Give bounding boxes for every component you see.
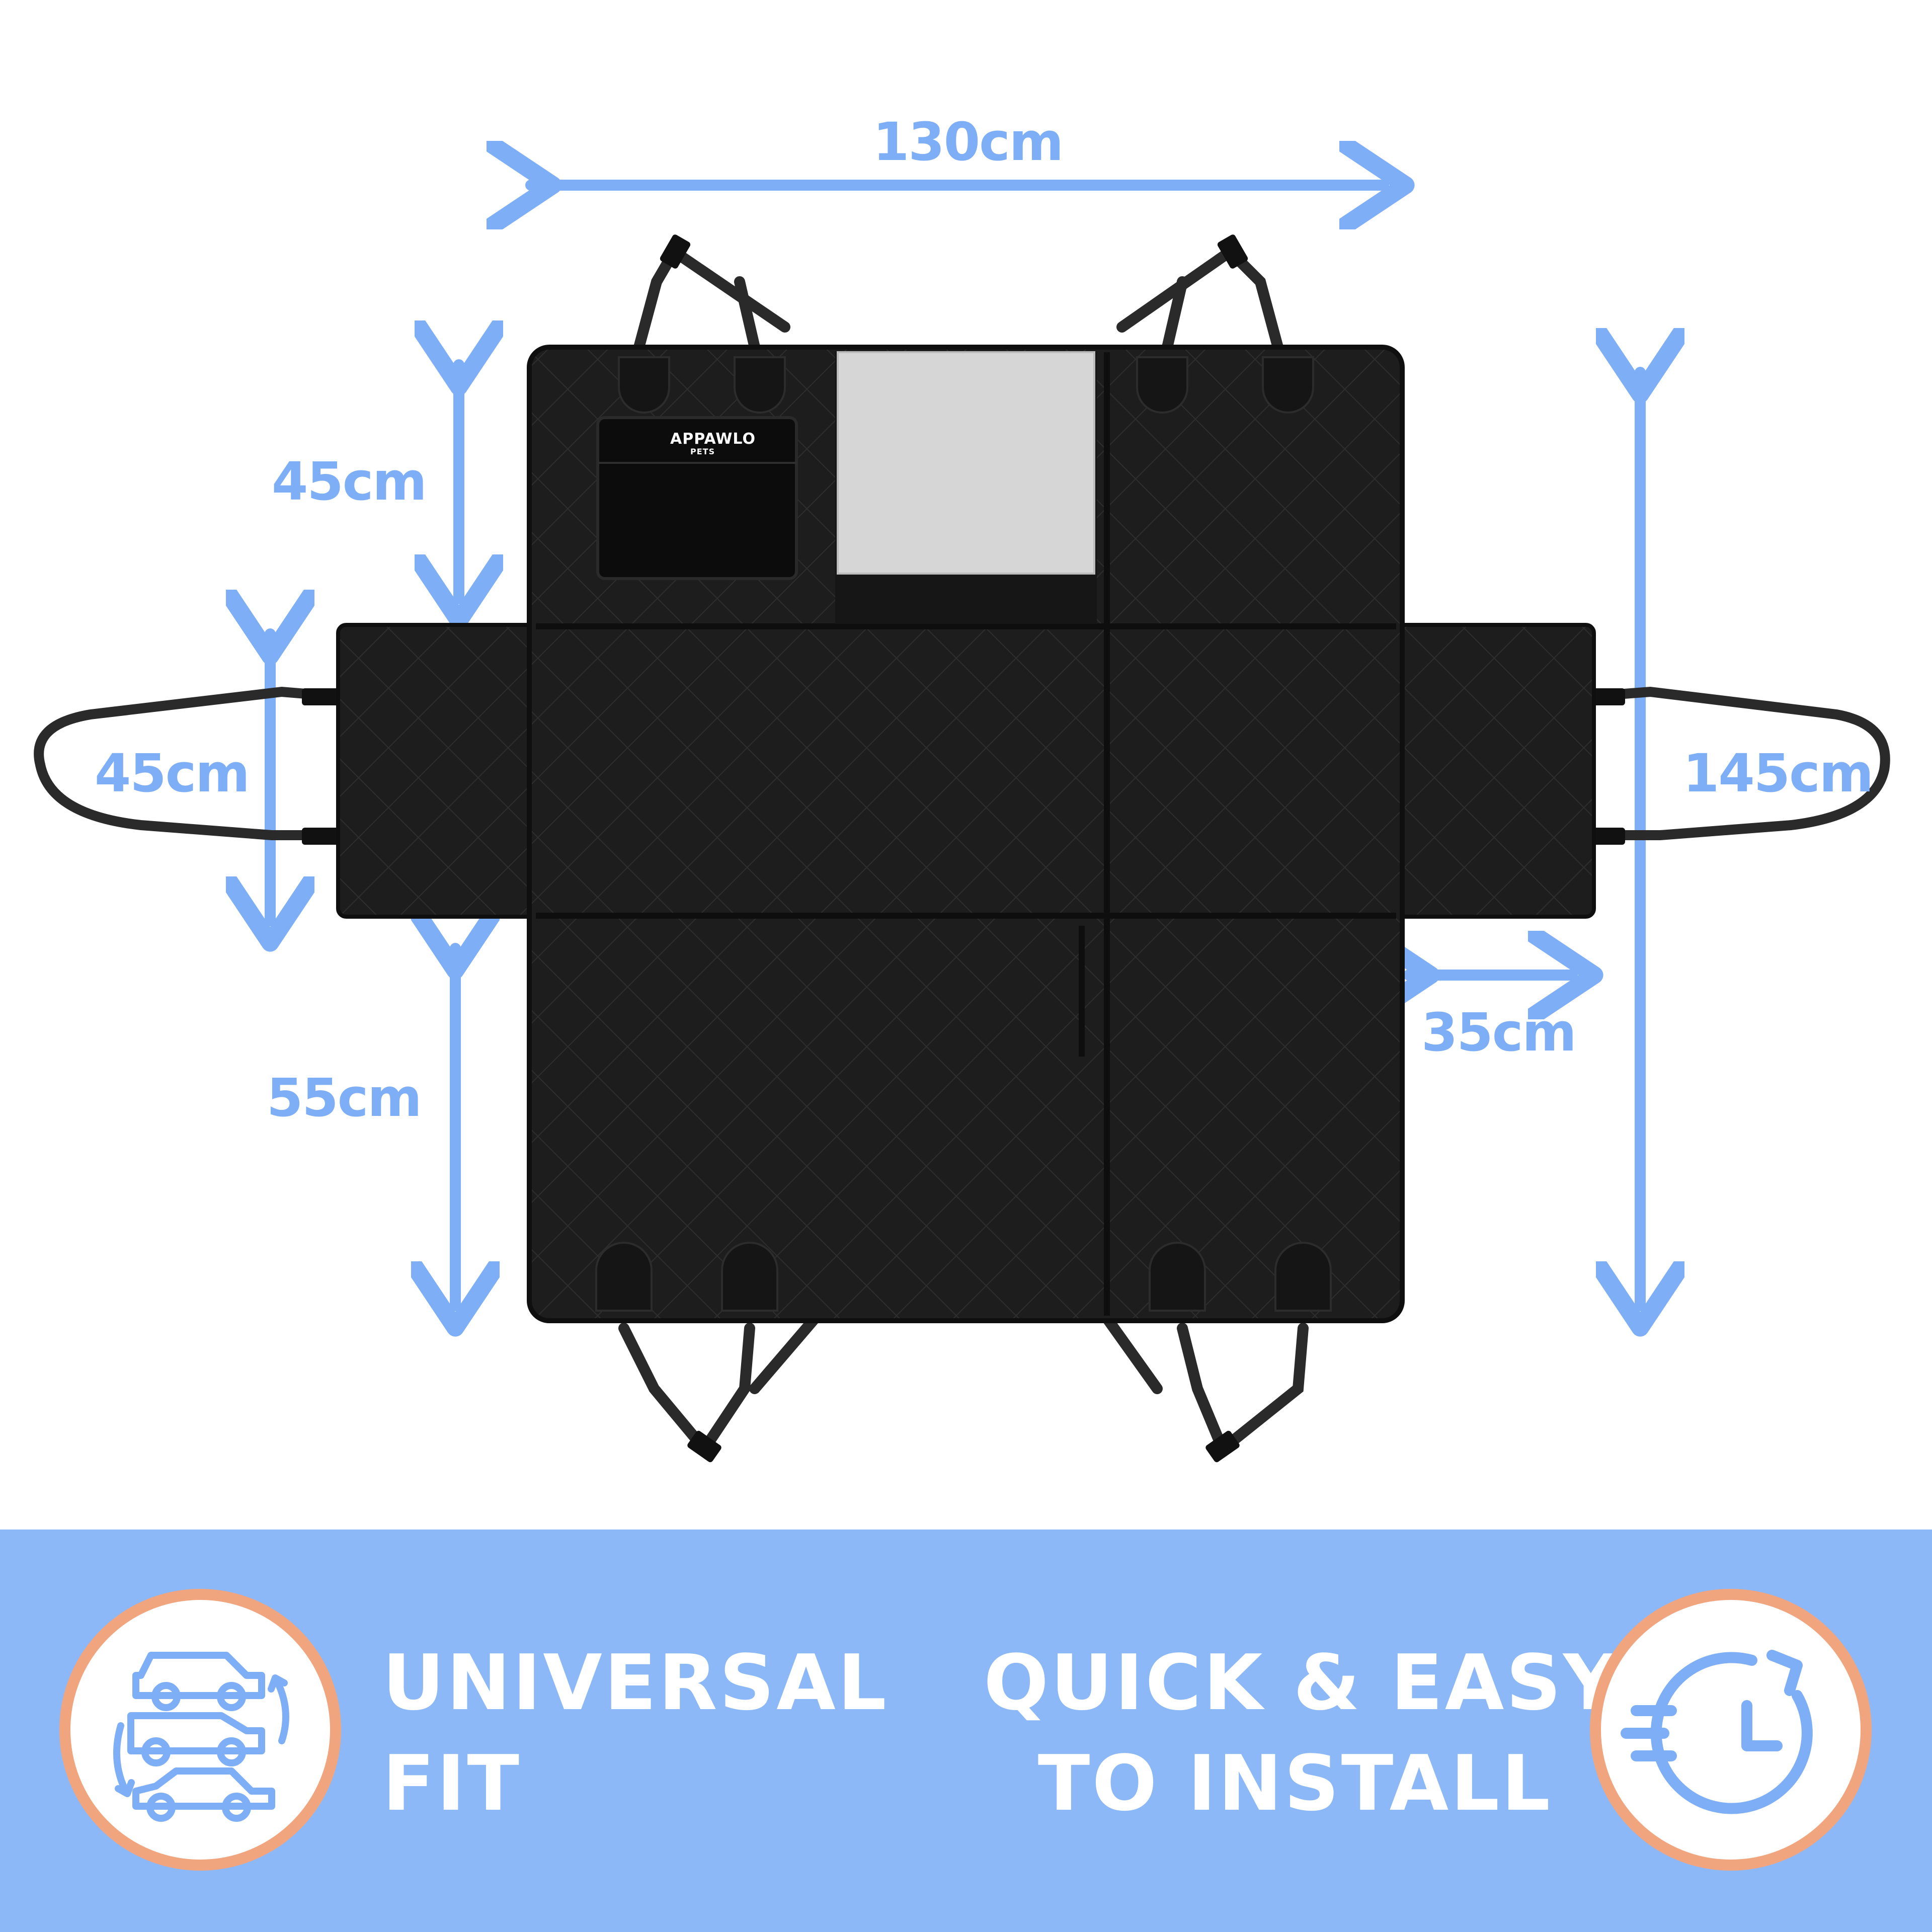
universal-fit-badge: [59, 1589, 341, 1871]
label-left-bottom-height: 55cm: [267, 1067, 422, 1129]
clock-icon: [1621, 1650, 1813, 1814]
product-diagram: APPAWLO PETS 130cm 45cm 45cm 55cm 145cm …: [34, 0, 1890, 1463]
feature-quick-install-line1: QUICK & EASY: [984, 1638, 1621, 1727]
label-total-height: 145cm: [1683, 743, 1874, 804]
feature-quick-install: QUICK & EASY TO INSTALL: [984, 1633, 1621, 1834]
feature-quick-install-line2: TO INSTALL: [1037, 1739, 1552, 1828]
right-side-flap: [1393, 623, 1596, 919]
mat-seams: [536, 352, 1396, 1316]
seat-cover-illustration: [34, 0, 1890, 1463]
left-side-flap: [336, 623, 539, 919]
feature-universal-fit: UNIVERSAL FIT: [382, 1633, 889, 1834]
main-mat: [527, 345, 1405, 1323]
bottom-anchor-tabs: [595, 1242, 1332, 1312]
cars-icon: [113, 1652, 289, 1822]
pocket-logo-sub: PETS: [690, 447, 715, 456]
label-width: 130cm: [873, 111, 1064, 173]
top-anchor-tabs: [618, 356, 1314, 414]
label-flap-height: 45cm: [95, 743, 250, 804]
side-straps: [34, 686, 1890, 840]
top-straps: [633, 244, 1283, 353]
pocket-logo: APPAWLO: [670, 430, 756, 448]
label-left-top-height: 45cm: [272, 451, 427, 512]
storage-pocket: [596, 416, 798, 580]
label-flap-width: 35cm: [1421, 1002, 1577, 1063]
feature-universal-fit-line1: UNIVERSAL: [382, 1638, 889, 1727]
quick-install-badge: [1590, 1589, 1872, 1871]
bottom-straps: [618, 1313, 1309, 1459]
feature-universal-fit-line2: FIT: [382, 1739, 522, 1828]
features-banner: UNIVERSAL FIT QUICK & EASY TO INSTALL: [0, 1530, 1932, 1932]
